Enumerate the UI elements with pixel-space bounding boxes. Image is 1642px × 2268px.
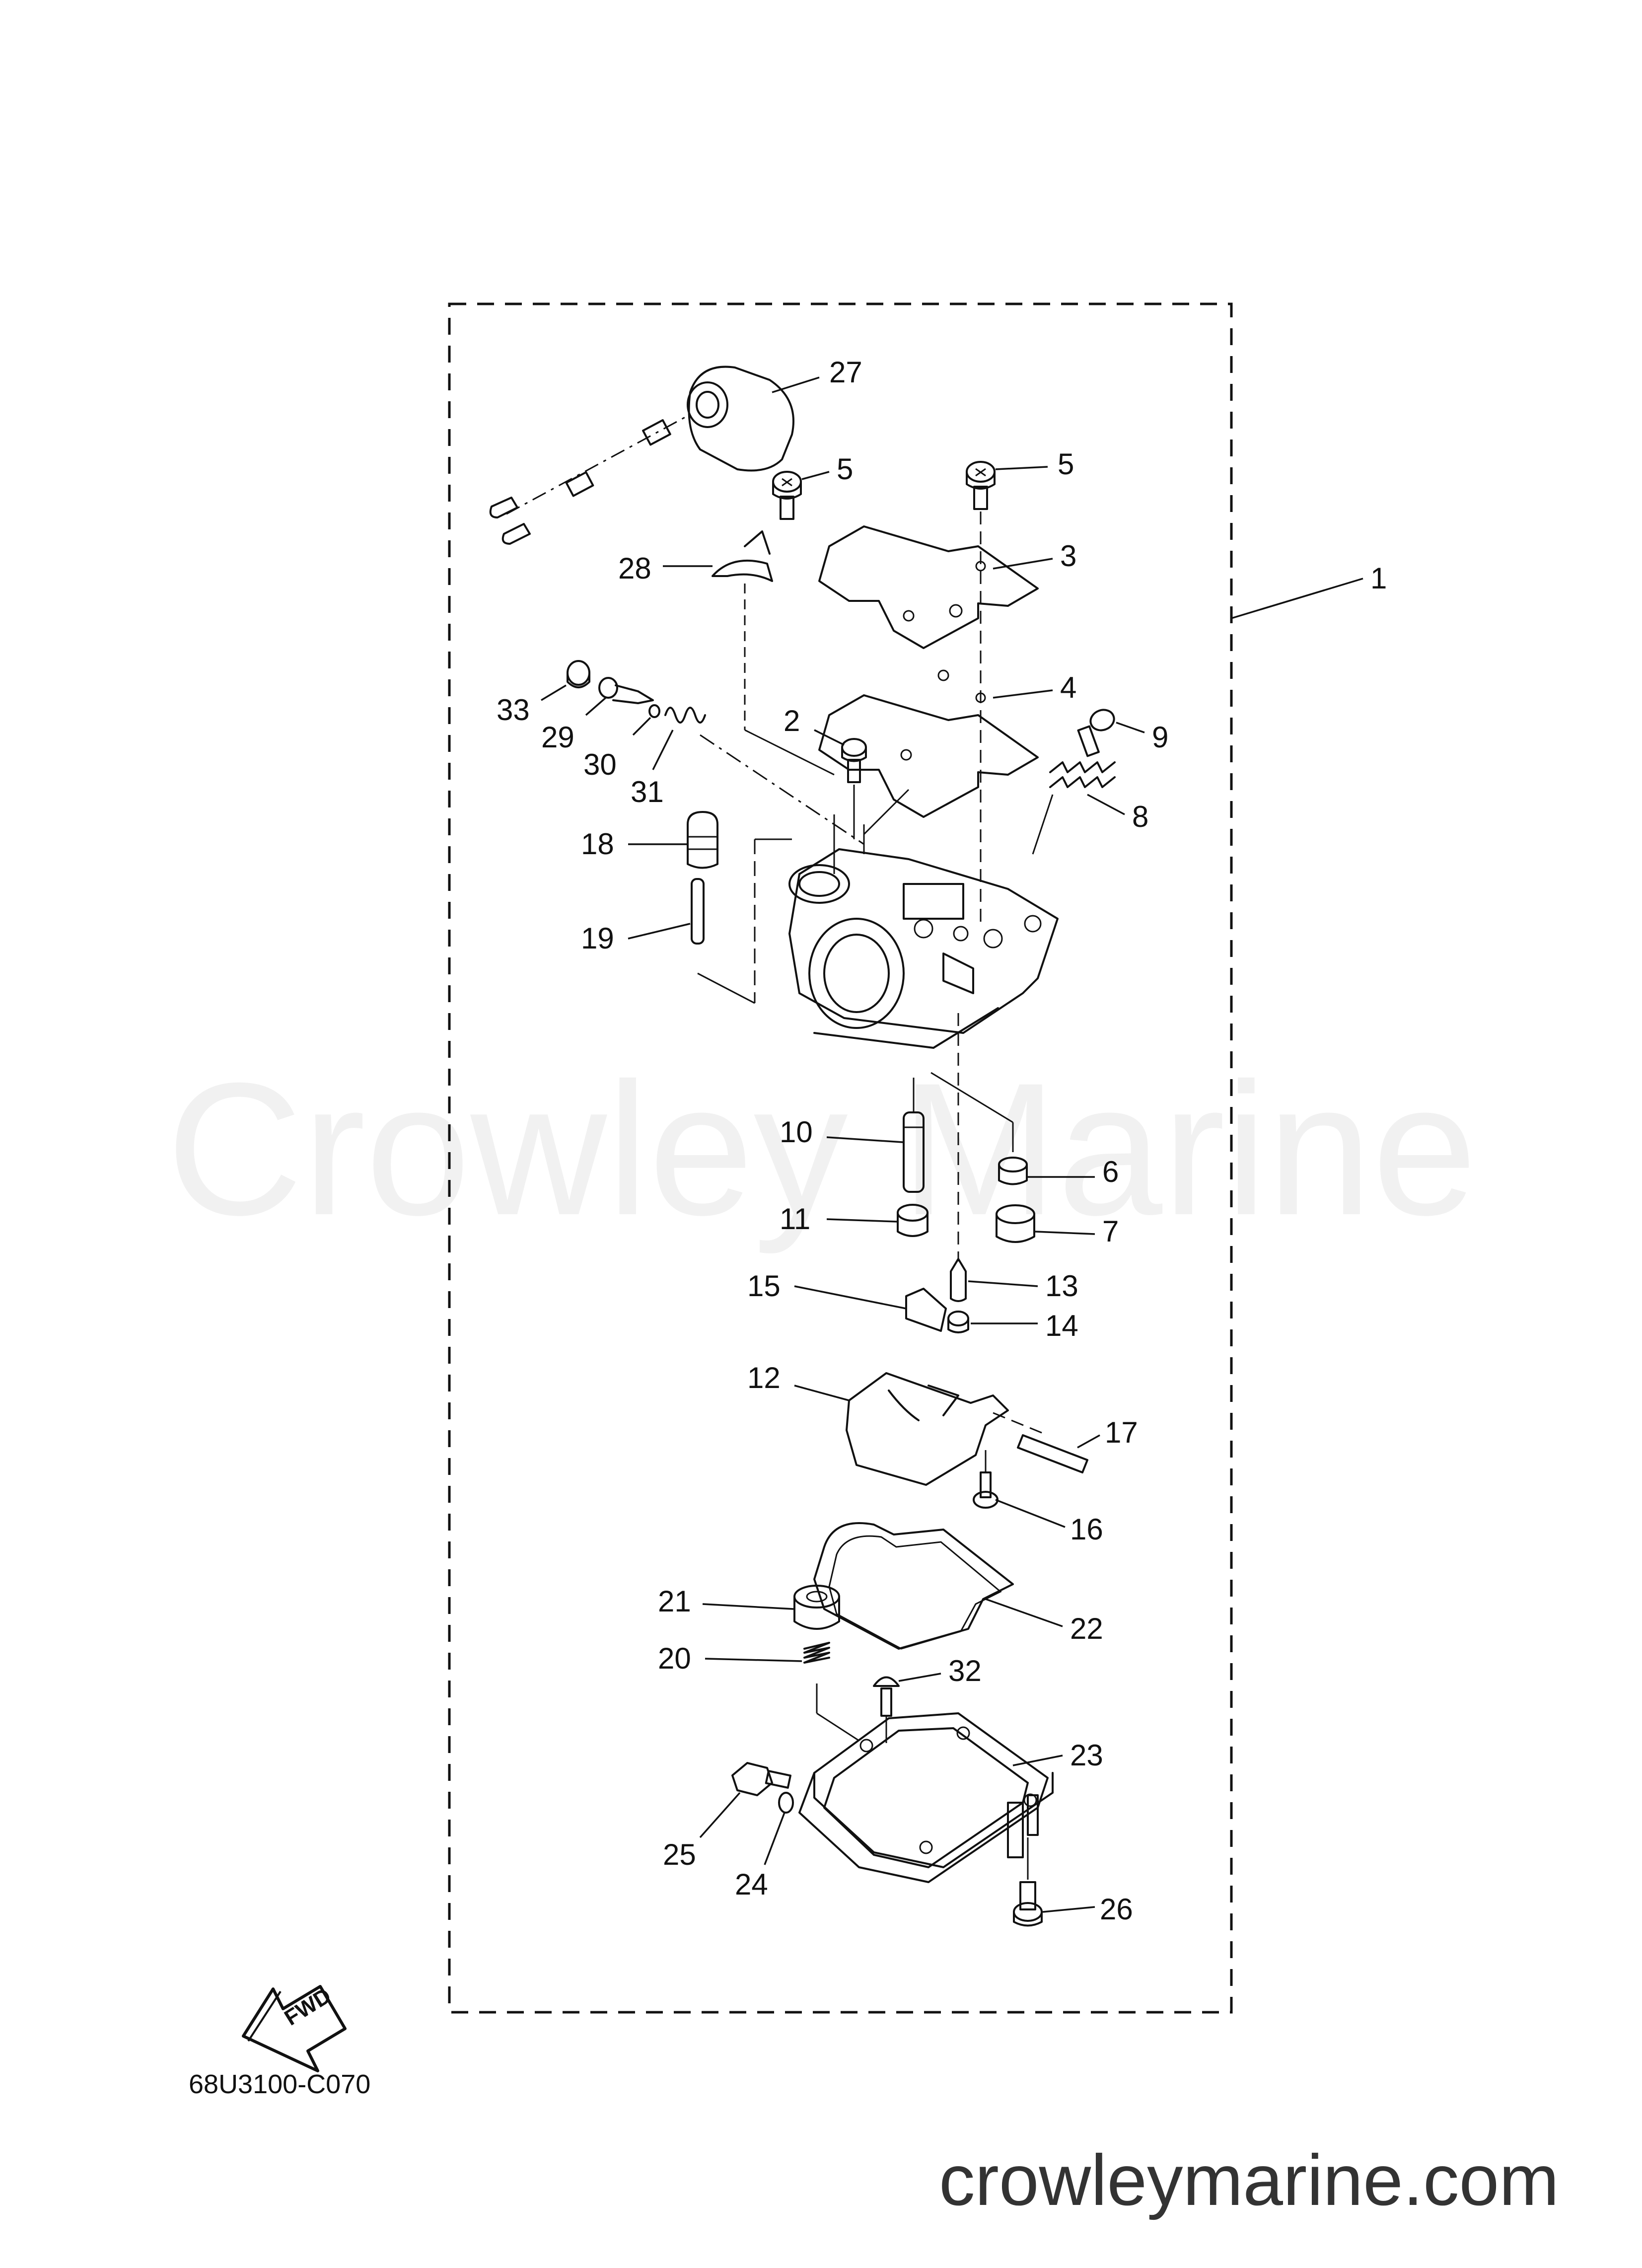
callout-28: 28: [618, 552, 651, 585]
part-20-spring: [705, 1642, 859, 1742]
assembly-boundary: [448, 302, 1233, 2014]
part-27-elbow-cap: [687, 366, 820, 472]
callout-32: 32: [948, 1654, 982, 1687]
part-3-gasket: [818, 525, 1053, 649]
callout-10: 10: [780, 1115, 813, 1149]
callout-6: 6: [1102, 1155, 1119, 1188]
part-18-plug: [628, 811, 792, 1003]
part-28-clip: [663, 530, 835, 776]
part-16-screw: [973, 1450, 1066, 1528]
part-33-cap: [541, 660, 590, 701]
part-6-pilot-jet: [930, 1072, 1095, 1185]
callout-23: 23: [1070, 1739, 1103, 1772]
part-22-gasket: [813, 1522, 1063, 1650]
callout-31: 31: [631, 775, 664, 808]
part-17-pin: [1017, 1434, 1100, 1473]
part-25-drain-screw: [699, 1762, 791, 1838]
callout-25: 25: [663, 1838, 696, 1871]
part-15-clip: [794, 1285, 947, 1332]
part-5-screw-left: [772, 471, 830, 520]
callout-18: 18: [581, 827, 614, 861]
part-11-main-jet: [826, 1204, 928, 1237]
part-2-screw: [814, 729, 867, 839]
callout-11: 11: [780, 1202, 810, 1236]
callout-26: 26: [1100, 1893, 1133, 1926]
callout-15: 15: [747, 1269, 781, 1303]
part-4-gasket: [818, 512, 1053, 929]
choke-wire-connector: [489, 416, 686, 545]
callout-33: 33: [497, 693, 530, 727]
part-12-float: [794, 1372, 1048, 1486]
callout-30: 30: [583, 748, 617, 781]
callout-24: 24: [735, 1868, 768, 1901]
part-23-float-chamber: [798, 1712, 1063, 1883]
callout-9: 9: [1152, 721, 1168, 754]
part-8-spring: [1032, 761, 1125, 855]
callout-5a: 5: [837, 452, 853, 486]
callout-3: 3: [1060, 539, 1076, 573]
callout-12: 12: [747, 1361, 781, 1394]
carburetor-body: [788, 789, 1059, 1049]
callout-19: 19: [581, 922, 614, 955]
callout-7: 7: [1102, 1215, 1119, 1248]
part-5-screw-right: [966, 461, 1048, 510]
callout-8: 8: [1132, 800, 1148, 833]
part-10-main-nozzle: [826, 1078, 925, 1193]
callout-2: 2: [784, 704, 800, 737]
fwd-direction-arrow: FWD: [242, 1983, 347, 2072]
callout-17: 17: [1105, 1416, 1138, 1449]
callout-27: 27: [829, 356, 862, 389]
callout-14: 14: [1045, 1309, 1078, 1342]
part-21-float-spacer: [702, 1585, 840, 1630]
leader-part-1: [1231, 578, 1363, 619]
part-7-plug: [996, 1204, 1095, 1243]
part-32-screw: [873, 1673, 941, 1743]
part-29-pilot-screw: [585, 677, 654, 716]
callout-13: 13: [1045, 1269, 1078, 1303]
part-31-spring: [652, 707, 864, 845]
part-13-needle-valve: [950, 1013, 1038, 1302]
callout-22: 22: [1070, 1612, 1103, 1645]
diagram-code: 68U3100-C070: [189, 2069, 370, 2099]
part-24-gasket-washer: [764, 1792, 794, 1865]
callout-4: 4: [1060, 671, 1076, 704]
callout-29: 29: [541, 721, 574, 754]
part-19-tube: [628, 878, 755, 1004]
part-14-screw: [947, 1311, 1038, 1333]
part-9-screw: [1077, 709, 1145, 757]
callout-1: 1: [1370, 562, 1387, 595]
callout-20: 20: [658, 1642, 691, 1675]
watermark-text: Crowley Marine: [166, 1043, 1477, 1255]
footer-url: crowleymarine.com: [939, 2140, 1559, 2220]
callout-16: 16: [1070, 1513, 1103, 1546]
part-30-washer: [632, 704, 660, 736]
part-26-screw: [1013, 1837, 1095, 1927]
callout-5b: 5: [1058, 447, 1074, 481]
callout-21: 21: [658, 1585, 691, 1618]
